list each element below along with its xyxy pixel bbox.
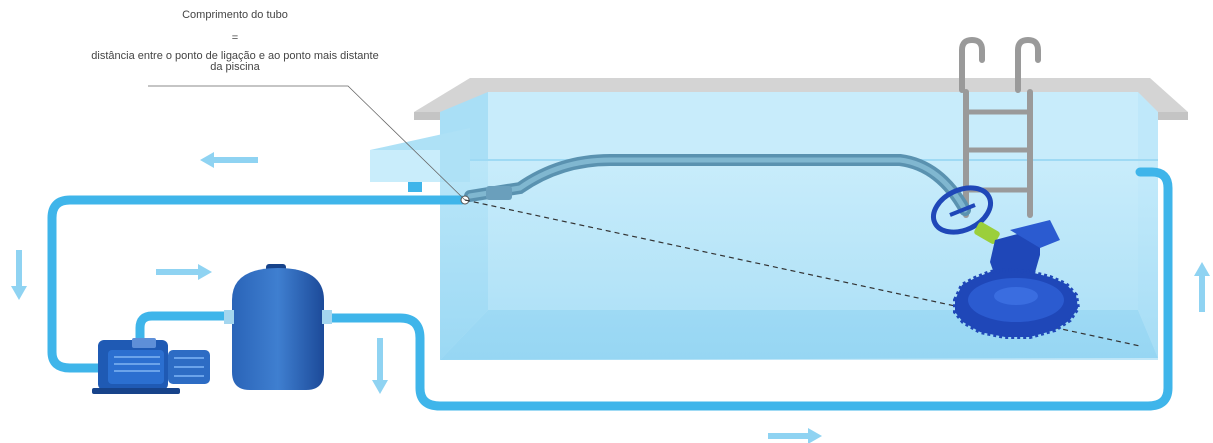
flow-arrow-down-left xyxy=(11,250,27,300)
flow-arrow-bottom-right xyxy=(768,428,822,443)
filter-icon xyxy=(224,264,332,390)
pool-icon xyxy=(414,78,1188,360)
flow-arrow-right xyxy=(156,264,212,280)
pump-icon xyxy=(92,338,210,394)
flow-arrow-left xyxy=(200,152,258,168)
flow-arrow-down-mid xyxy=(372,338,388,394)
flow-arrow-up-right xyxy=(1194,262,1210,312)
